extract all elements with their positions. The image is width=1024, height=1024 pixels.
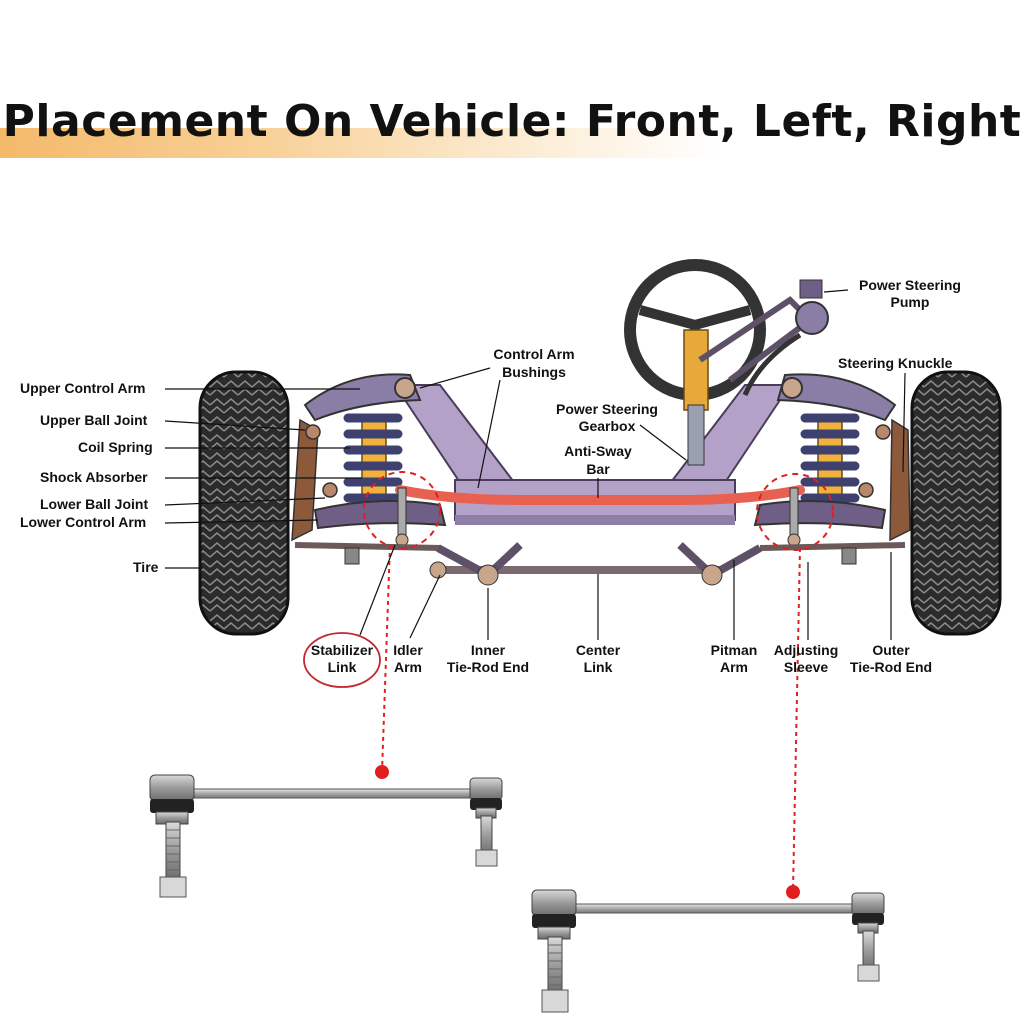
svg-text:Stabilizer: Stabilizer (311, 642, 374, 658)
svg-text:Lower Ball Joint: Lower Ball Joint (40, 496, 148, 512)
left-leader-dot (375, 765, 389, 779)
anti-sway-bar (395, 485, 805, 505)
label-tire: Tire (133, 559, 203, 575)
label-upper-ball-joint: Upper Ball Joint (40, 412, 306, 431)
right-stabilizer-link-installed (787, 487, 801, 547)
left-highlight-circle (363, 471, 441, 549)
svg-text:Pitman: Pitman (711, 642, 758, 658)
label-control-arm-bushings: Control Arm Bushings (419, 346, 575, 489)
right-upper-control-arm (776, 373, 897, 422)
label-lower-control-arm: Lower Control Arm (20, 514, 319, 530)
svg-text:Bushings: Bushings (502, 364, 566, 380)
svg-text:Steering Knuckle: Steering Knuckle (838, 355, 953, 371)
label-inner-tie-rod-end: Inner Tie-Rod End (447, 588, 529, 675)
right-dashed-leader (792, 547, 801, 891)
svg-text:Shock Absorber: Shock Absorber (40, 469, 148, 485)
svg-text:Tie-Rod End: Tie-Rod End (447, 659, 529, 675)
svg-text:Adjusting: Adjusting (774, 642, 839, 658)
stabilizer-link-highlight-ellipse (303, 632, 381, 688)
stabilizer-link-product-upper (149, 774, 503, 898)
svg-text:Coil Spring: Coil Spring (78, 439, 153, 455)
svg-text:Outer: Outer (872, 642, 910, 658)
label-center-link: Center Link (576, 574, 621, 675)
right-tire (910, 370, 1002, 636)
svg-text:Arm: Arm (394, 659, 422, 675)
svg-text:Inner: Inner (471, 642, 506, 658)
label-shock-absorber: Shock Absorber (40, 469, 362, 485)
title-highlight-band (0, 128, 720, 158)
label-steering-knuckle: Steering Knuckle (838, 355, 953, 473)
label-power-steering-gearbox: Power Steering Gearbox (556, 401, 687, 461)
svg-text:Control Arm: Control Arm (493, 346, 574, 362)
svg-text:Link: Link (584, 659, 613, 675)
svg-text:Center: Center (576, 642, 621, 658)
steering-linkage (294, 542, 906, 586)
svg-text:Power Steering: Power Steering (859, 277, 961, 293)
right-lower-control-arm (753, 500, 887, 530)
page-title: Placement On Vehicle: Front, Left, Right (2, 96, 1022, 147)
label-idler-arm: Idler Arm (393, 574, 441, 675)
svg-text:Tire: Tire (133, 559, 159, 575)
svg-text:Sleeve: Sleeve (784, 659, 829, 675)
left-upper-control-arm (303, 373, 422, 422)
left-dashed-leader (381, 544, 391, 773)
left-stabilizer-link-installed (395, 487, 409, 547)
right-steering-knuckle (889, 418, 911, 542)
svg-text:Pump: Pump (891, 294, 930, 310)
label-power-steering-pump: Power Steering Pump (823, 277, 961, 310)
svg-text:Anti-Sway: Anti-Sway (564, 443, 632, 459)
svg-text:Upper Ball Joint: Upper Ball Joint (40, 412, 148, 428)
svg-text:Upper Control Arm: Upper Control Arm (20, 380, 145, 396)
stabilizer-link-product-lower (531, 889, 885, 1013)
svg-text:Arm: Arm (720, 659, 748, 675)
left-coil-spring (343, 413, 403, 503)
label-adjusting-sleeve: Adjusting Sleeve (774, 562, 839, 675)
right-highlight-circle (756, 473, 834, 551)
label-upper-control-arm: Upper Control Arm (20, 380, 360, 396)
label-pitman-arm: Pitman Arm (711, 560, 758, 675)
svg-text:Idler: Idler (393, 642, 423, 658)
svg-text:Gearbox: Gearbox (579, 418, 636, 434)
right-coil-spring (800, 413, 860, 503)
svg-text:Tie-Rod End: Tie-Rod End (850, 659, 932, 675)
steering-wheel (624, 259, 766, 466)
label-outer-tie-rod-end: Outer Tie-Rod End (850, 552, 932, 675)
power-steering-pump (698, 279, 829, 396)
label-coil-spring: Coil Spring (78, 439, 350, 455)
svg-text:Bar: Bar (586, 461, 610, 477)
label-stabilizer-link: Stabilizer Link (311, 544, 396, 675)
svg-text:Power Steering: Power Steering (556, 401, 658, 417)
right-leader-dot (786, 885, 800, 899)
left-lower-control-arm (313, 500, 447, 530)
svg-text:Link: Link (328, 659, 357, 675)
svg-text:Lower Control Arm: Lower Control Arm (20, 514, 146, 530)
label-anti-sway-bar: Anti-Sway Bar (564, 443, 632, 498)
label-lower-ball-joint: Lower Ball Joint (40, 496, 326, 512)
